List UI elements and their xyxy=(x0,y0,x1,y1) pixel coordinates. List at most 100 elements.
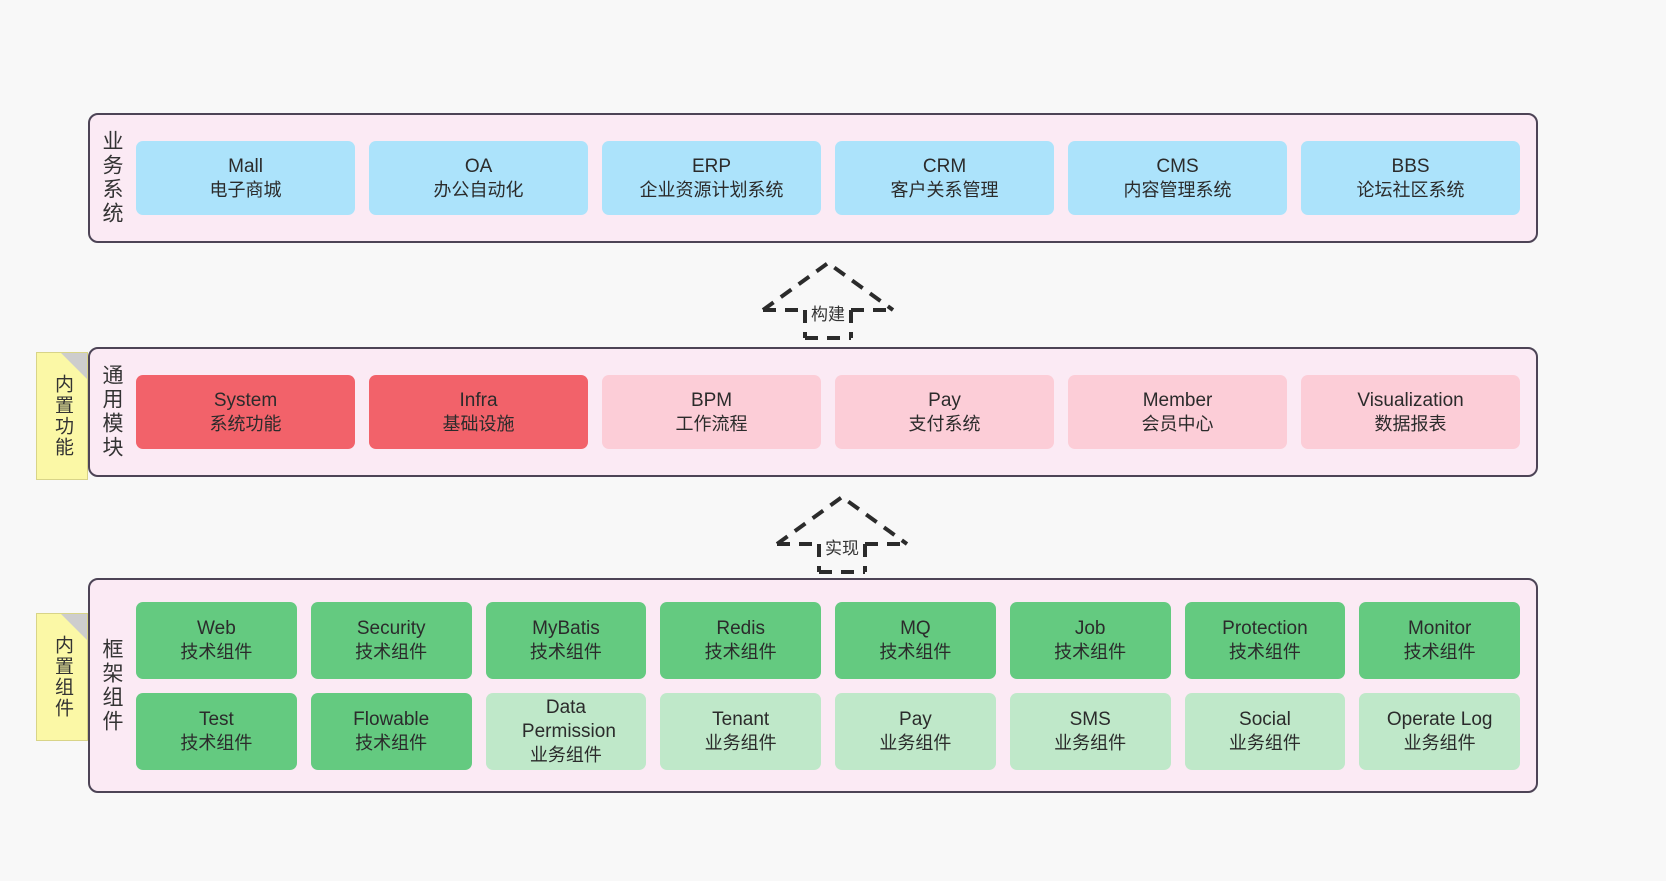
box-pay-component-title: Pay xyxy=(899,708,932,730)
arrow-build: 构建 xyxy=(758,258,898,340)
box-mybatis-subtitle: 技术组件 xyxy=(529,641,602,662)
box-pay-module-title: Pay xyxy=(928,389,961,411)
note-fold-corner-icon-2 xyxy=(61,614,87,640)
box-operate-log[interactable]: Operate Log 业务组件 xyxy=(1359,692,1521,770)
box-pay-module-subtitle: 支付系统 xyxy=(908,413,981,434)
box-mall-subtitle: 电子商城 xyxy=(209,179,282,200)
box-tenant[interactable]: Tenant 业务组件 xyxy=(660,692,822,770)
box-sms[interactable]: SMS 业务组件 xyxy=(1009,692,1171,770)
box-redis[interactable]: Redis 技术组件 xyxy=(660,601,822,679)
box-member-title: Member xyxy=(1142,389,1213,411)
box-infra-subtitle: 基础设施 xyxy=(442,413,515,434)
box-tenant-title: Tenant xyxy=(712,708,770,730)
box-system[interactable]: System 系统功能 xyxy=(136,375,356,449)
box-crm-title: CRM xyxy=(922,155,967,177)
box-social[interactable]: Social 业务组件 xyxy=(1184,692,1346,770)
box-bbs-title: BBS xyxy=(1391,155,1430,177)
box-pay-component[interactable]: Pay 业务组件 xyxy=(835,692,996,770)
box-oa[interactable]: OA 办公自动化 xyxy=(369,141,589,215)
box-monitor[interactable]: Monitor 技术组件 xyxy=(1359,601,1521,679)
box-mall[interactable]: Mall 电子商城 xyxy=(136,141,356,215)
box-infra[interactable]: Infra 基础设施 xyxy=(369,375,589,449)
box-mq[interactable]: MQ 技术组件 xyxy=(835,601,996,679)
box-sms-title: SMS xyxy=(1069,708,1111,730)
box-flowable[interactable]: Flowable 技术组件 xyxy=(310,692,472,770)
box-flowable-subtitle: 技术组件 xyxy=(355,732,428,753)
framework-row-technical: Web 技术组件 Security 技术组件 MyBatis 技术组件 Redi… xyxy=(136,601,1521,679)
business-system-boxes: Mall 电子商城 OA 办公自动化 ERP 企业资源计划系统 CRM 客户关系… xyxy=(128,115,1536,241)
box-social-subtitle: 业务组件 xyxy=(1228,732,1301,753)
box-web-subtitle: 技术组件 xyxy=(180,641,253,662)
note-builtin-component: 内置组件 xyxy=(36,613,88,741)
box-bbs-subtitle: 论坛社区系统 xyxy=(1356,179,1465,200)
box-mybatis[interactable]: MyBatis 技术组件 xyxy=(485,601,647,679)
layer-framework-component: 框架组件 Web 技术组件 Security 技术组件 MyBatis 技术组件… xyxy=(88,578,1538,793)
box-bpm[interactable]: BPM 工作流程 xyxy=(602,375,822,449)
box-mybatis-title: MyBatis xyxy=(532,617,600,639)
layer-caption-business-system: 业务系统 xyxy=(100,130,124,226)
box-test[interactable]: Test 技术组件 xyxy=(136,692,297,770)
box-bbs[interactable]: BBS 论坛社区系统 xyxy=(1301,141,1521,215)
box-job-title: Job xyxy=(1074,617,1106,639)
box-member-subtitle: 会员中心 xyxy=(1141,413,1214,434)
box-erp[interactable]: ERP 企业资源计划系统 xyxy=(602,141,822,215)
box-data-permission-title: Data Permission xyxy=(521,696,616,742)
box-redis-subtitle: 技术组件 xyxy=(704,641,777,662)
box-test-title: Test xyxy=(198,708,234,730)
box-operate-log-subtitle: 业务组件 xyxy=(1403,732,1476,753)
box-bpm-subtitle: 工作流程 xyxy=(675,413,748,434)
box-visualization[interactable]: Visualization 数据报表 xyxy=(1301,375,1521,449)
box-job[interactable]: Job 技术组件 xyxy=(1009,601,1171,679)
framework-row-business: Test 技术组件 Flowable 技术组件 Data Permission … xyxy=(136,692,1521,770)
box-infra-title: Infra xyxy=(459,389,498,411)
box-pay-component-subtitle: 业务组件 xyxy=(879,732,952,753)
box-social-title: Social xyxy=(1239,708,1291,730)
box-cms-title: CMS xyxy=(1156,155,1199,177)
box-mq-subtitle: 技术组件 xyxy=(879,641,952,662)
box-tenant-subtitle: 业务组件 xyxy=(704,732,777,753)
box-crm[interactable]: CRM 客户关系管理 xyxy=(835,141,1055,215)
box-monitor-subtitle: 技术组件 xyxy=(1403,641,1476,662)
arrow-implement-label: 实现 xyxy=(825,539,859,558)
box-security-subtitle: 技术组件 xyxy=(355,641,428,662)
box-visualization-subtitle: 数据报表 xyxy=(1374,413,1447,434)
box-member[interactable]: Member 会员中心 xyxy=(1068,375,1288,449)
box-cms-subtitle: 内容管理系统 xyxy=(1123,179,1232,200)
box-crm-subtitle: 客户关系管理 xyxy=(890,179,999,200)
box-erp-title: ERP xyxy=(692,155,732,177)
box-redis-title: Redis xyxy=(716,617,765,639)
layer-caption-common-module: 通用模块 xyxy=(100,364,124,460)
box-mq-title: MQ xyxy=(900,617,931,639)
box-system-subtitle: 系统功能 xyxy=(209,413,282,434)
box-security[interactable]: Security 技术组件 xyxy=(310,601,472,679)
note-builtin-function-text: 内置功能 xyxy=(51,374,73,458)
note-builtin-function: 内置功能 xyxy=(36,352,88,480)
box-protection-title: Protection xyxy=(1222,617,1308,639)
arrow-build-shape xyxy=(761,260,895,340)
box-system-title: System xyxy=(213,389,278,411)
layer-common-module: 通用模块 System 系统功能 Infra 基础设施 BPM 工作流程 Pay… xyxy=(88,347,1538,477)
framework-component-boxes: Web 技术组件 Security 技术组件 MyBatis 技术组件 Redi… xyxy=(128,580,1536,791)
layer-caption-framework-component: 框架组件 xyxy=(100,637,124,734)
arrow-implement-shape xyxy=(775,494,909,574)
box-protection[interactable]: Protection 技术组件 xyxy=(1184,601,1346,679)
common-module-boxes: System 系统功能 Infra 基础设施 BPM 工作流程 Pay 支付系统… xyxy=(128,349,1536,475)
note-builtin-component-text: 内置组件 xyxy=(51,635,73,719)
box-oa-subtitle: 办公自动化 xyxy=(433,179,524,200)
arrow-implement: 实现 xyxy=(772,492,912,574)
box-sms-subtitle: 业务组件 xyxy=(1054,732,1127,753)
box-cms[interactable]: CMS 内容管理系统 xyxy=(1068,141,1288,215)
box-job-subtitle: 技术组件 xyxy=(1054,641,1127,662)
box-pay-module[interactable]: Pay 支付系统 xyxy=(835,375,1055,449)
box-test-subtitle: 技术组件 xyxy=(180,732,253,753)
box-web[interactable]: Web 技术组件 xyxy=(136,601,297,679)
box-bpm-title: BPM xyxy=(690,389,733,411)
arrow-build-label: 构建 xyxy=(811,305,845,324)
box-protection-subtitle: 技术组件 xyxy=(1228,641,1301,662)
layer-business-system: 业务系统 Mall 电子商城 OA 办公自动化 ERP 企业资源计划系统 CRM… xyxy=(88,113,1538,243)
box-visualization-title: Visualization xyxy=(1357,389,1464,411)
box-oa-title: OA xyxy=(464,155,493,177)
box-monitor-title: Monitor xyxy=(1407,617,1472,639)
box-data-permission[interactable]: Data Permission 业务组件 xyxy=(485,692,647,770)
